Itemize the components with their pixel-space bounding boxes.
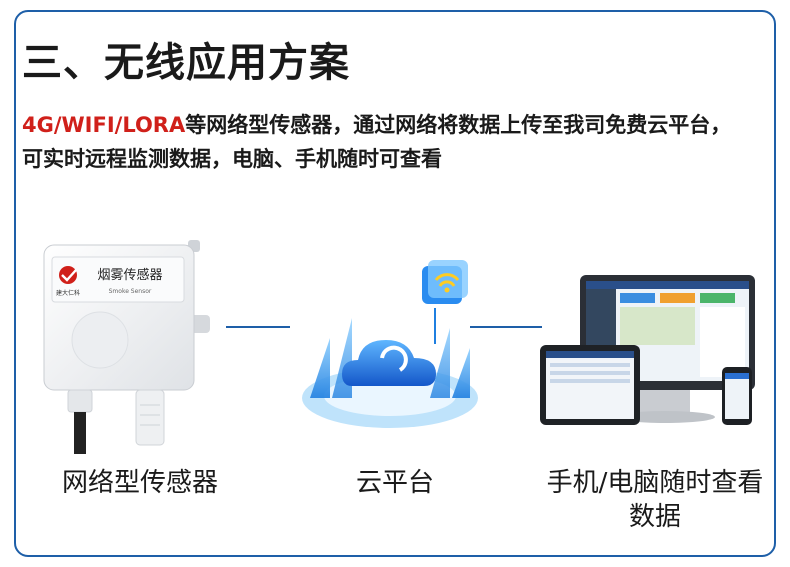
description-highlight: 4G/WIFI/LORA (22, 113, 186, 137)
devices-screens-image (540, 275, 755, 425)
device-sublabel: Smoke Sensor (109, 288, 152, 295)
device-logo-text: 建大仁科 (56, 289, 80, 297)
connector-line-left (226, 326, 290, 328)
caption-sensor: 网络型传感器 (61, 468, 218, 498)
description-text: 等网络型传感器，通过网络将数据上传至我司免费云平台，可实时远程监测数据，电脑、手… (22, 113, 732, 171)
cloud-platform-image (302, 260, 478, 428)
caption-cloud: 云平台 (355, 468, 434, 498)
connector-line-right (470, 326, 542, 328)
caption-terminal: 手机/电脑随时查看数据 (546, 468, 764, 532)
description: 4G/WIFI/LORA等网络型传感器，通过网络将数据上传至我司免费云平台，可实… (22, 108, 752, 176)
smoke-sensor-image: 建大仁科 烟雾传感器 Smoke Sensor (43, 240, 210, 454)
page-title: 三、无线应用方案 (22, 40, 350, 86)
device-label: 烟雾传感器 (97, 267, 162, 283)
